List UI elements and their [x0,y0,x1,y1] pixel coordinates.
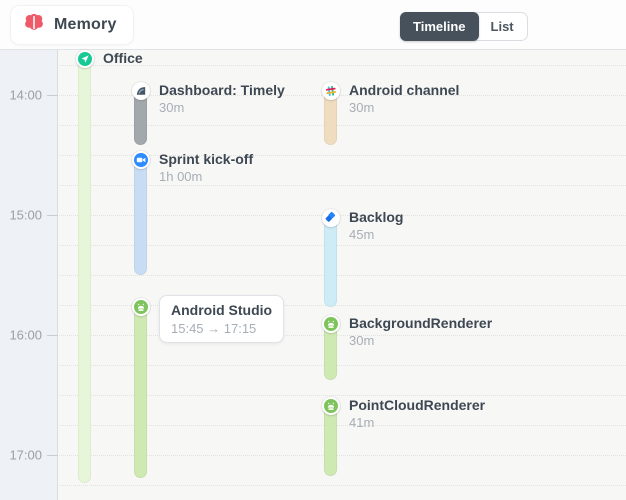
android-studio-icon [321,397,340,415]
navigation-icon [75,50,94,68]
event-duration: 30m [349,333,375,348]
android-studio-icon [131,298,150,316]
gridline [59,125,626,126]
event-label: PointCloudRenderer 41m [349,397,485,430]
time-label: 15:00 [9,207,42,223]
event-duration: 41m [349,415,375,430]
gridline [59,485,626,486]
event-label: Android channel 30m [349,82,459,115]
time-label: 14:00 [9,87,42,103]
event-duration: 1h 00m [159,169,203,184]
event-bar[interactable] [134,153,147,275]
slack-icon [321,82,340,100]
event-title: Android channel [349,82,460,98]
event-card: Android Studio 15:45 → 17:15 [159,295,285,343]
gridline [59,95,626,96]
android-studio-icon [321,315,340,333]
time-label: 16:00 [9,327,42,343]
event-title: Android Studio [171,302,273,318]
gridline [59,455,626,456]
event-title: PointCloudRenderer [349,397,486,413]
brain-icon [23,12,45,39]
event-label: BackgroundRenderer 30m [349,315,492,348]
tab-list[interactable]: List [490,19,514,34]
gridline [59,305,626,306]
event-label: Office [103,50,143,66]
event-title: Dashboard: Timely [159,82,285,98]
app-title: Memory [54,16,117,33]
header: Memory Timeline List [0,0,626,50]
time-gutter: 14:00 15:00 16:00 17:00 [0,50,58,500]
gridline [59,215,626,216]
time-label: 17:00 [9,447,42,463]
event-label: Backlog 45m [349,209,403,242]
event-duration: 30m [159,100,185,115]
event-duration: 30m [349,100,375,115]
zoom-icon [131,151,150,169]
event-title: BackgroundRenderer [349,315,493,331]
gridline [59,275,626,276]
event-bar[interactable] [78,52,91,483]
event-title: Sprint kick-off [159,151,254,167]
app-logo-card: Memory [10,5,134,45]
tab-timeline[interactable]: Timeline [400,12,479,41]
event-label: Sprint kick-off 1h 00m [159,151,253,184]
event-label: Dashboard: Timely 30m [159,82,285,115]
event-title: Backlog [349,209,404,225]
event-title: Office [103,50,143,66]
event-bar[interactable] [134,300,147,478]
view-toggle: Timeline List [400,12,528,41]
hour-tick [47,215,58,216]
gridline [59,155,626,156]
jira-icon [321,209,340,227]
gridline [59,365,626,366]
hour-tick [47,455,58,456]
hour-tick [47,95,58,96]
hour-tick [47,335,58,336]
event-duration: 45m [349,227,375,242]
timely-icon [131,82,150,100]
gridline [59,425,626,426]
event-time-range: 15:45 → 17:15 [171,321,257,336]
gridline [59,245,626,246]
gridline [59,185,626,186]
gridline [59,335,626,336]
gridline [59,65,626,66]
gridline [59,395,626,396]
